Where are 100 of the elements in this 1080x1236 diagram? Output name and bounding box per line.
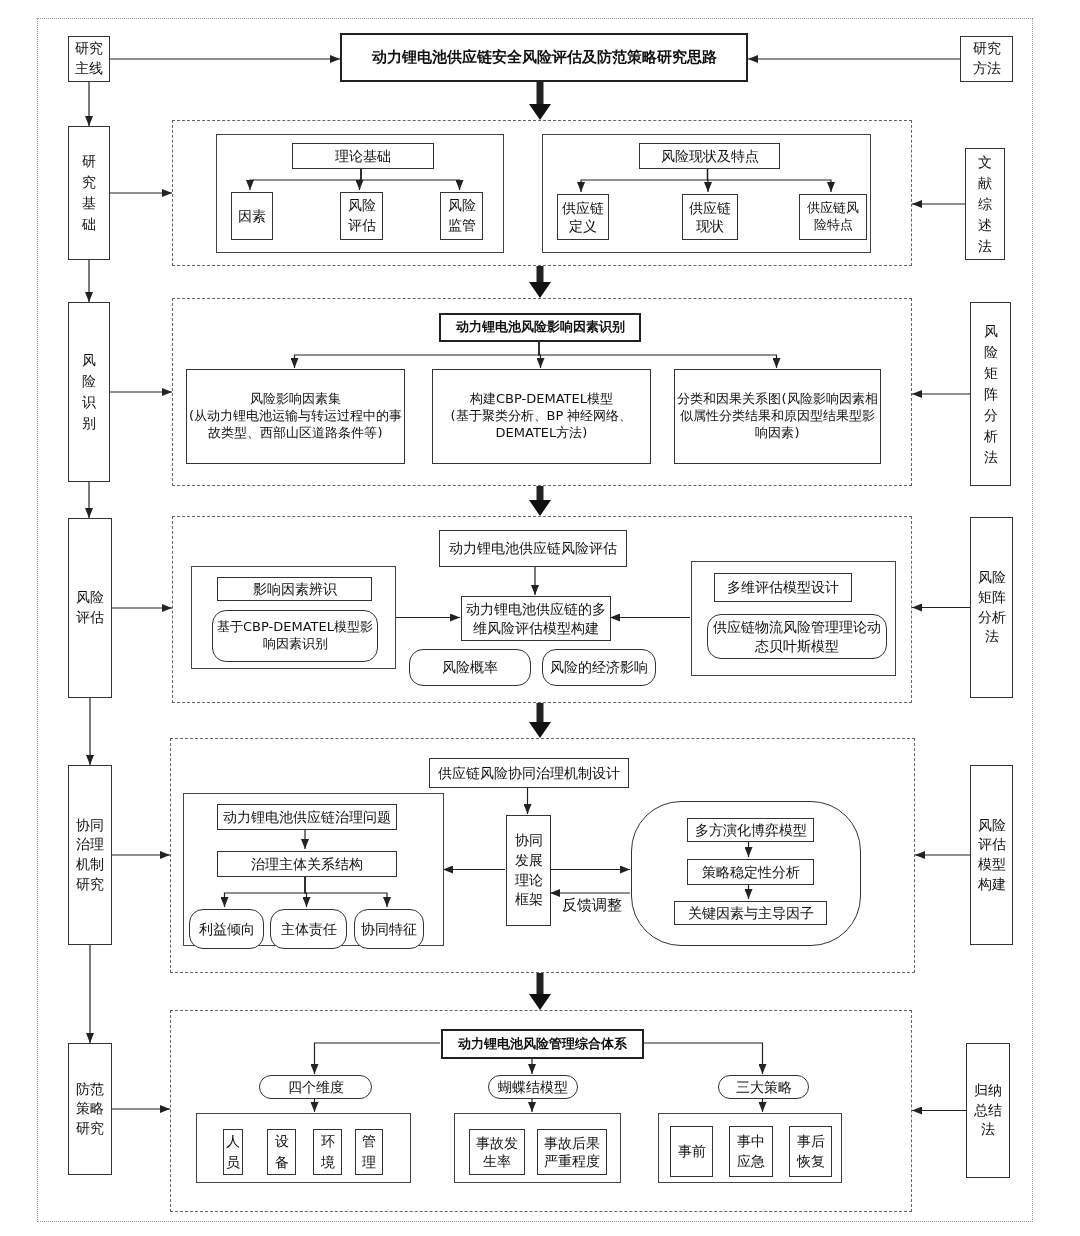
group-box (691, 561, 896, 676)
arrow (111, 1105, 171, 1113)
arrow (911, 603, 971, 612)
box-label: 风险矩阵分析法 (977, 568, 1006, 647)
process-box (217, 851, 397, 877)
box-label: 供应链物流风险管理理论动态贝叶斯模型 (712, 618, 882, 655)
box-label: 因素 (238, 206, 266, 226)
box-label: 蝴蝶结模型 (498, 1077, 568, 1097)
box-label: 利益倾向 (198, 919, 255, 939)
dashed-section (172, 298, 912, 486)
process-box (970, 765, 1013, 945)
box-label: 供应链定义 (562, 198, 604, 236)
box-label: 治理主体关系结构 (251, 854, 363, 874)
box-label: 风险矩阵分析法 (983, 321, 998, 467)
box-label: 多方演化博弈模型 (694, 820, 807, 840)
process-box (799, 194, 867, 240)
arrow (85, 259, 93, 303)
arrow (911, 1106, 967, 1115)
dashed-section (170, 1010, 912, 1212)
box-label: 管理 (362, 1132, 376, 1172)
box-label: 策略稳定性分析 (701, 862, 800, 882)
process-box (966, 1043, 1010, 1178)
process-box (687, 859, 814, 885)
process-box (217, 577, 372, 601)
rounded-box (189, 909, 264, 949)
box-label: 风险评估模型构建 (977, 815, 1006, 894)
heading-box (340, 33, 748, 82)
arrow (538, 340, 781, 369)
box-label: 动力锂电池风险影响因素识别 (455, 319, 625, 336)
box-label: (从动力锂电池运输与转运过程中的事故类型、西部山区道路条件等) (187, 408, 404, 442)
arrow (523, 786, 532, 815)
box-label: 主体责任 (280, 919, 337, 939)
group-box (191, 566, 396, 669)
process-box (68, 36, 110, 82)
box-label: 动力锂电池供应链安全风险评估及防范策略研究思路 (371, 47, 717, 68)
box-label: 文献综述法 (978, 152, 992, 256)
arrow (86, 944, 94, 1044)
box-label: 影响因素辨识 (252, 579, 337, 599)
process-box (340, 192, 383, 240)
process-box (674, 369, 881, 464)
process-box (789, 1126, 832, 1177)
rounded-group (631, 801, 861, 946)
box-label: 事中应急 (737, 1131, 765, 1171)
box-label: 事后恢复 (796, 1131, 825, 1171)
box-label: 研究主线 (75, 39, 103, 78)
rounded-box (718, 1075, 809, 1099)
arrow (310, 1097, 319, 1113)
process-box (68, 765, 112, 945)
process-box (960, 36, 1013, 82)
box-label: 协同发展理论框架 (514, 831, 543, 910)
group-box (216, 134, 504, 253)
box-label: 四个维度 (287, 1077, 344, 1097)
thick-arrow (529, 82, 551, 120)
arrow (85, 481, 93, 519)
box-label: 协同特征 (361, 919, 417, 939)
box-label: 设备 (274, 1132, 289, 1172)
process-box (506, 815, 551, 926)
arrow (531, 565, 539, 596)
arrow (109, 388, 173, 396)
arrow (111, 851, 171, 859)
process-box (432, 369, 651, 464)
process-box (639, 143, 780, 169)
process-box (440, 192, 483, 240)
box-label: 事前 (677, 1141, 706, 1161)
box-label: 供应链风险特点 (807, 200, 859, 234)
arrow (394, 613, 461, 622)
process-box (970, 302, 1011, 486)
group-box (658, 1113, 842, 1183)
box-label: 动力锂电池供应链风险评估 (449, 539, 617, 558)
box-label: 风险评估 (76, 588, 104, 627)
box-label: 动力锂电池供应链的多维风险评估模型构建 (465, 600, 607, 637)
process-box (670, 1126, 713, 1177)
group-box (196, 1113, 411, 1183)
arrow (442, 865, 506, 874)
arrow (911, 390, 971, 398)
box-label: (基于聚类分析、BP 神经网络、DEMATEL方法) (449, 408, 634, 442)
process-box (68, 302, 110, 482)
rounded-box (259, 1075, 372, 1099)
arrow (111, 604, 173, 612)
process-box (537, 1129, 607, 1175)
rounded-box (270, 909, 347, 949)
process-box (217, 804, 397, 830)
box-label: 理论基础 (335, 146, 391, 166)
arrow (310, 1042, 441, 1075)
process-box (674, 901, 827, 925)
edge-label: 反馈调整 (562, 897, 622, 913)
arrow (85, 81, 93, 127)
arrow (609, 613, 691, 622)
box-label: 研究方法 (972, 39, 1001, 78)
process-box (469, 1129, 525, 1175)
process-box (267, 1129, 296, 1175)
box-label: 供应链风险协同治理机制设计 (438, 763, 620, 783)
process-box (68, 1043, 112, 1175)
box-label: 关键因素与主导因子 (687, 903, 814, 923)
arrow (528, 1057, 536, 1075)
box-label: 事故后果严重程度 (544, 1133, 600, 1171)
arrow (528, 1097, 536, 1113)
process-box (729, 1126, 773, 1177)
group-box (454, 1113, 621, 1183)
dashed-section (172, 120, 912, 266)
